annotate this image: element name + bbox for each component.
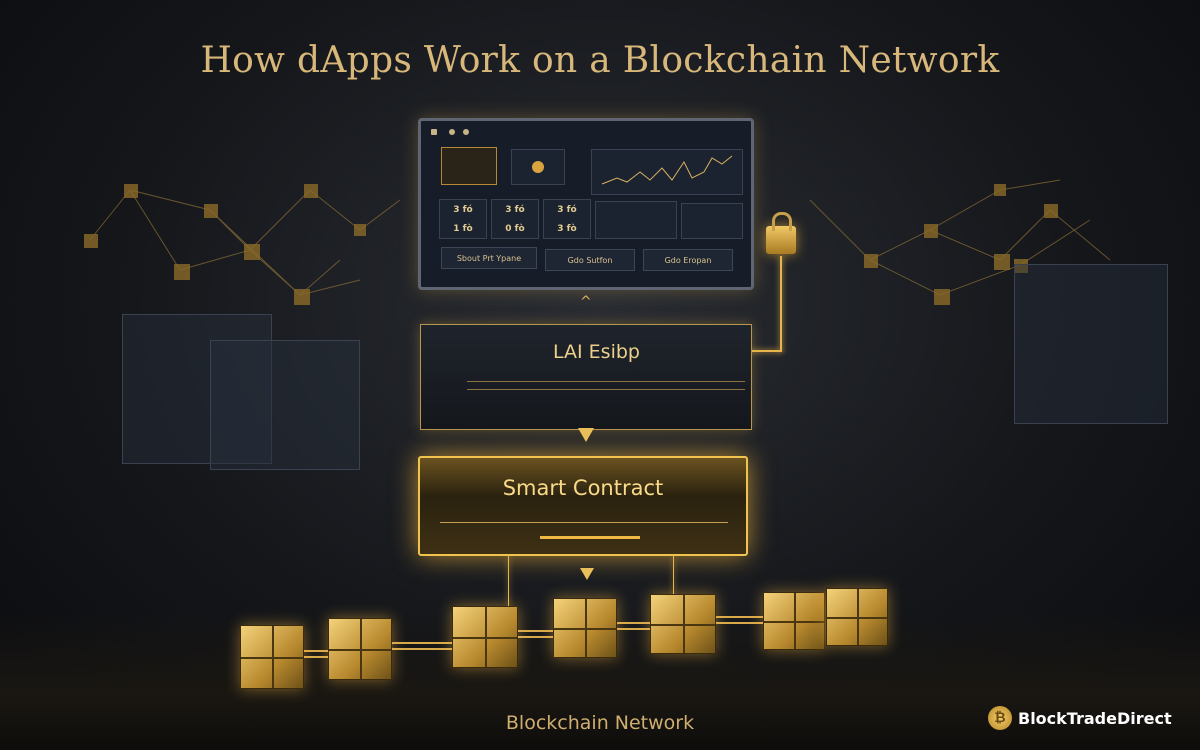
stat-tile[interactable]: 3 fó 0 fò: [491, 199, 539, 239]
block-cube: [240, 625, 304, 689]
stat-value: 1 fò: [453, 223, 473, 234]
arrow-up-icon: ^: [580, 294, 592, 310]
network-label: Blockchain Network: [505, 712, 695, 734]
code-panel-left-2: [210, 340, 360, 470]
dashboard-button[interactable]: Gdo Sutfon: [545, 249, 635, 271]
highlight-bar: [540, 536, 640, 539]
bitcoin-coin-icon: ₿: [988, 706, 1012, 730]
block-cube: [650, 594, 716, 654]
api-layer-label: LAI Esibp: [553, 341, 640, 363]
stat-tile[interactable]: 3 fó 1 fò: [439, 199, 487, 239]
token-widget: [511, 149, 565, 185]
chain-link: [390, 642, 456, 650]
code-panel-left: [122, 314, 272, 464]
metrics-widget: [595, 201, 677, 239]
window-dot: [463, 129, 469, 135]
connector: [673, 556, 674, 596]
block-cube: [553, 598, 617, 658]
stat-value: 3 fó: [557, 204, 577, 215]
chain-link: [615, 622, 653, 630]
stat-value: 3 fò: [557, 223, 577, 234]
window-icon: [431, 129, 437, 135]
chain-link: [515, 630, 557, 638]
smart-contract-box: Smart Contract: [418, 456, 748, 556]
code-panel-right: [1014, 264, 1168, 424]
window-dot: [449, 129, 455, 135]
dapp-dashboard: 3 fó 1 fò 3 fó 0 fò 3 fó 3 fò Sbout Prt Ypa…: [418, 118, 754, 290]
coin-icon: [532, 161, 544, 173]
price-chart-widget: [591, 149, 743, 195]
wallet-card-widget: [441, 147, 497, 185]
api-layer-box: LAI Esibp: [420, 324, 752, 430]
divider: [467, 381, 745, 382]
brand-name: BlockTradeDirect: [1018, 708, 1172, 728]
page-title: How dApps Work on a Blockchain Network: [200, 40, 1000, 81]
brand-logo: ₿ BlockTradeDirect: [988, 706, 1172, 730]
divider: [440, 522, 728, 523]
legend-widget: [681, 203, 743, 239]
stat-value: 0 fò: [505, 223, 525, 234]
stat-tile[interactable]: 3 fó 3 fò: [543, 199, 591, 239]
chain-link: [714, 616, 766, 624]
dashboard-button[interactable]: Sbout Prt Ypane: [441, 247, 537, 269]
arrow-down-icon: [578, 428, 594, 442]
divider: [467, 389, 745, 390]
padlock-icon: [766, 212, 796, 254]
block-cube: [328, 618, 392, 680]
block-cube: [452, 606, 518, 668]
block-cube: [826, 588, 888, 646]
dashboard-button[interactable]: Gdo Eropan: [643, 249, 733, 271]
connector: [780, 256, 782, 352]
stat-value: 3 fó: [505, 204, 525, 215]
stat-value: 3 fó: [453, 204, 473, 215]
connector: [508, 556, 509, 606]
block-cube: [763, 592, 825, 650]
smart-contract-label: Smart Contract: [502, 476, 664, 500]
arrow-down-icon: [580, 568, 594, 580]
